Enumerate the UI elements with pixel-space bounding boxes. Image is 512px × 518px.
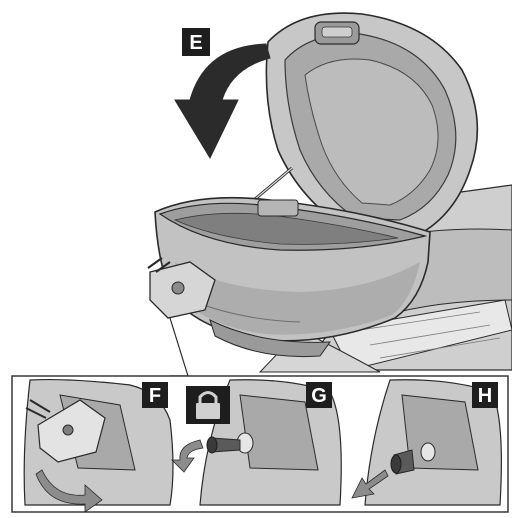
step-label-g: G — [311, 385, 327, 407]
padlock-icon — [186, 386, 230, 424]
curved-arrow-down-icon — [175, 44, 270, 158]
step-label-e: E — [189, 32, 202, 54]
step-label-h: H — [478, 385, 492, 407]
step-badge-e: E — [182, 28, 210, 56]
step-label-f: F — [149, 385, 161, 407]
main-illustration — [148, 13, 512, 376]
detail-panel: F G — [12, 376, 508, 512]
detail-f: F — [24, 380, 173, 512]
callout-line — [170, 318, 188, 376]
